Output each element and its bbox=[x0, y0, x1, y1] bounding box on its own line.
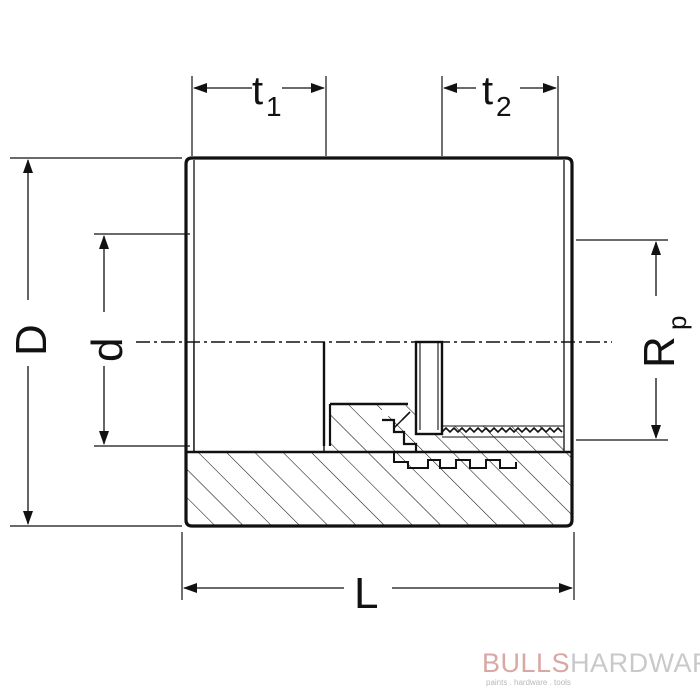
brand-hardware: HARDWARE bbox=[570, 648, 700, 678]
extension-lines bbox=[10, 76, 668, 600]
label-L: L bbox=[354, 569, 378, 618]
section-hatch bbox=[186, 342, 572, 526]
brand-bulls: BULLS bbox=[482, 648, 571, 678]
label-Rp-sub: p bbox=[662, 316, 692, 330]
brand-wordmark: BULLSHARDWARE bbox=[482, 648, 700, 678]
label-t1-sub: 1 bbox=[266, 91, 282, 122]
dimension-lines bbox=[23, 83, 661, 593]
thread-section bbox=[382, 404, 564, 469]
label-d: d bbox=[83, 338, 132, 362]
dimension-labels: t 1 t 2 D d R p L bbox=[7, 69, 692, 618]
label-t2: t bbox=[482, 69, 493, 113]
socket-bore bbox=[193, 342, 326, 452]
middle-stop bbox=[328, 340, 444, 452]
brand-logo: BULLSHARDWARE paints . hardware . tools bbox=[482, 648, 700, 688]
label-t1: t bbox=[252, 69, 263, 113]
label-Rp: R bbox=[635, 336, 684, 368]
label-D: D bbox=[7, 324, 56, 356]
label-t2-sub: 2 bbox=[496, 91, 512, 122]
brand-tagline: paints . hardware . tools bbox=[486, 678, 571, 687]
